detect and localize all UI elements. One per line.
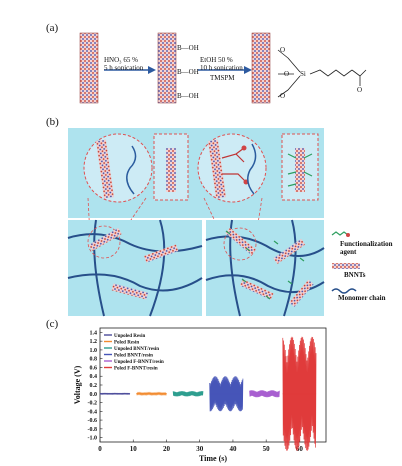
x-tick-label: 0	[98, 445, 102, 453]
legend-entry: Unpoled F-BNNT/resin	[114, 360, 164, 365]
legend-chain-label: Monomer chain	[338, 294, 386, 302]
silane-oxygen-3: O	[280, 92, 286, 100]
x-tick-label: 50	[263, 445, 271, 453]
y-tick-label: -0.8	[88, 427, 98, 433]
step2-line1: EtOH 50 %	[200, 56, 233, 64]
zoom-circle-left	[83, 133, 153, 203]
circle-left-tube	[96, 139, 114, 199]
hydroxyl-group-2: B—OH	[177, 68, 199, 76]
x-axis-label: Time (s)	[199, 454, 227, 463]
x-tick-label: 60	[296, 445, 304, 453]
monomer-network-left	[67, 219, 203, 317]
legend-chain-icon	[331, 288, 357, 294]
legend-bnnt-label: BNNTs	[344, 271, 366, 279]
step1-conditions: HNO₃ 65 % 5 h sonication	[104, 56, 143, 72]
y-tick-label: 0.8	[90, 357, 98, 363]
silane-si-atom: Si	[300, 70, 306, 78]
series-line-1	[136, 391, 167, 396]
step1-line2: 5 h sonication	[104, 64, 144, 72]
y-tick-label: 0.2	[90, 383, 98, 389]
bnnt-left-1	[88, 227, 122, 251]
agent-node-1	[241, 145, 247, 151]
voltage-time-chart: -1.0 -0.8 -0.6 -0.4 -0.2 0.0 0.2 0.4 0.6 0.8 1.0 1.…	[73, 327, 327, 463]
series-line-5	[282, 336, 317, 451]
y-tick-label: 1.4	[90, 330, 98, 336]
y-axis-label: Voltage (V)	[73, 365, 82, 404]
legend-entry: Poled F-BNNT/resin	[114, 367, 158, 372]
composite-box-left	[68, 220, 202, 316]
legend-entry: Unpoled Resin	[114, 334, 145, 339]
y-tick-label: -0.6	[88, 418, 98, 424]
step2-reagent: TMSPM	[210, 74, 235, 82]
x-tick-label: 10	[130, 445, 138, 453]
zoom-line-l2	[119, 197, 147, 237]
bnnt-tube-pristine	[79, 32, 99, 104]
ester-oxygen: O	[357, 86, 363, 94]
bnnt-tube-hydroxylated	[157, 32, 177, 104]
circle-left-chain	[126, 145, 137, 195]
legend-agent-dot	[346, 233, 350, 237]
monomer-network-right	[205, 219, 325, 317]
y-tick-label: -0.2	[88, 401, 98, 407]
step1-line1: HNO₃ 65 %	[104, 56, 138, 64]
fbnnt-right-4	[289, 279, 314, 308]
silane-oxygen-2: O	[284, 70, 290, 78]
y-tick-label: 0.6	[90, 365, 98, 371]
zoom-region-right	[223, 227, 257, 261]
box-right-agents	[287, 153, 313, 187]
hydroxyl-group-3: B—OH	[177, 92, 199, 100]
fbnnt-right-1	[225, 227, 256, 255]
legend-agent-label: Functionalization agent	[340, 240, 393, 256]
legend-agent-icon	[331, 231, 349, 236]
y-tick-label: 1.0	[90, 348, 98, 354]
panel-b-schematic	[67, 128, 360, 317]
y-tick-label: 0.4	[90, 374, 98, 380]
series-line-3	[209, 376, 244, 412]
legend-entry: Poled Resin	[114, 341, 139, 346]
silane-oxygen-1: O	[280, 46, 286, 54]
x-tick-label: 30	[196, 445, 204, 453]
y-tick-label: 0.0	[90, 392, 98, 398]
legend-entry: Poled BNNT/resin	[114, 354, 153, 359]
circle-right-chain	[247, 143, 257, 195]
panel-a-label: (a)	[46, 22, 59, 34]
box-left-tube	[166, 148, 176, 192]
box-right-tube	[295, 148, 305, 192]
series-line-4	[249, 390, 280, 398]
fbnnt-right-3	[239, 279, 274, 300]
bnnt-left-3	[111, 283, 149, 300]
x-tick-label: 40	[229, 445, 237, 453]
panel-b-label: (b)	[46, 116, 59, 128]
arrowhead-1	[148, 66, 156, 74]
zoom-region-left	[87, 225, 121, 259]
legend-entry: Unpoled BNNT/resin	[114, 347, 159, 352]
arrowhead-2	[244, 66, 252, 74]
step2-line2: 10 h sonication	[200, 64, 243, 72]
composite-box-right	[206, 220, 324, 316]
panel-a-scheme	[79, 32, 367, 104]
silane-bond-lines	[277, 49, 367, 98]
bnnt-tube-silanized	[251, 32, 271, 104]
circle-right-tube	[208, 139, 226, 199]
bnnt-left-2	[143, 244, 179, 263]
legend-bnnt-icon	[332, 263, 360, 269]
series-line-2	[172, 391, 204, 397]
y-tick-label: 1.2	[90, 339, 98, 345]
fbnnt-right-2	[273, 238, 306, 265]
x-tick-label: 20	[163, 445, 171, 453]
hydroxyl-group-1: B—OH	[177, 44, 199, 52]
zoom-circle-right	[197, 133, 267, 203]
step2-conditions: EtOH 50 % 10 h sonication	[200, 56, 243, 72]
agent-sprigs-right	[225, 230, 305, 300]
panel-c-label: (c)	[46, 318, 59, 330]
y-tick-label: -0.4	[88, 409, 98, 415]
y-tick-label: -1.0	[88, 436, 98, 442]
